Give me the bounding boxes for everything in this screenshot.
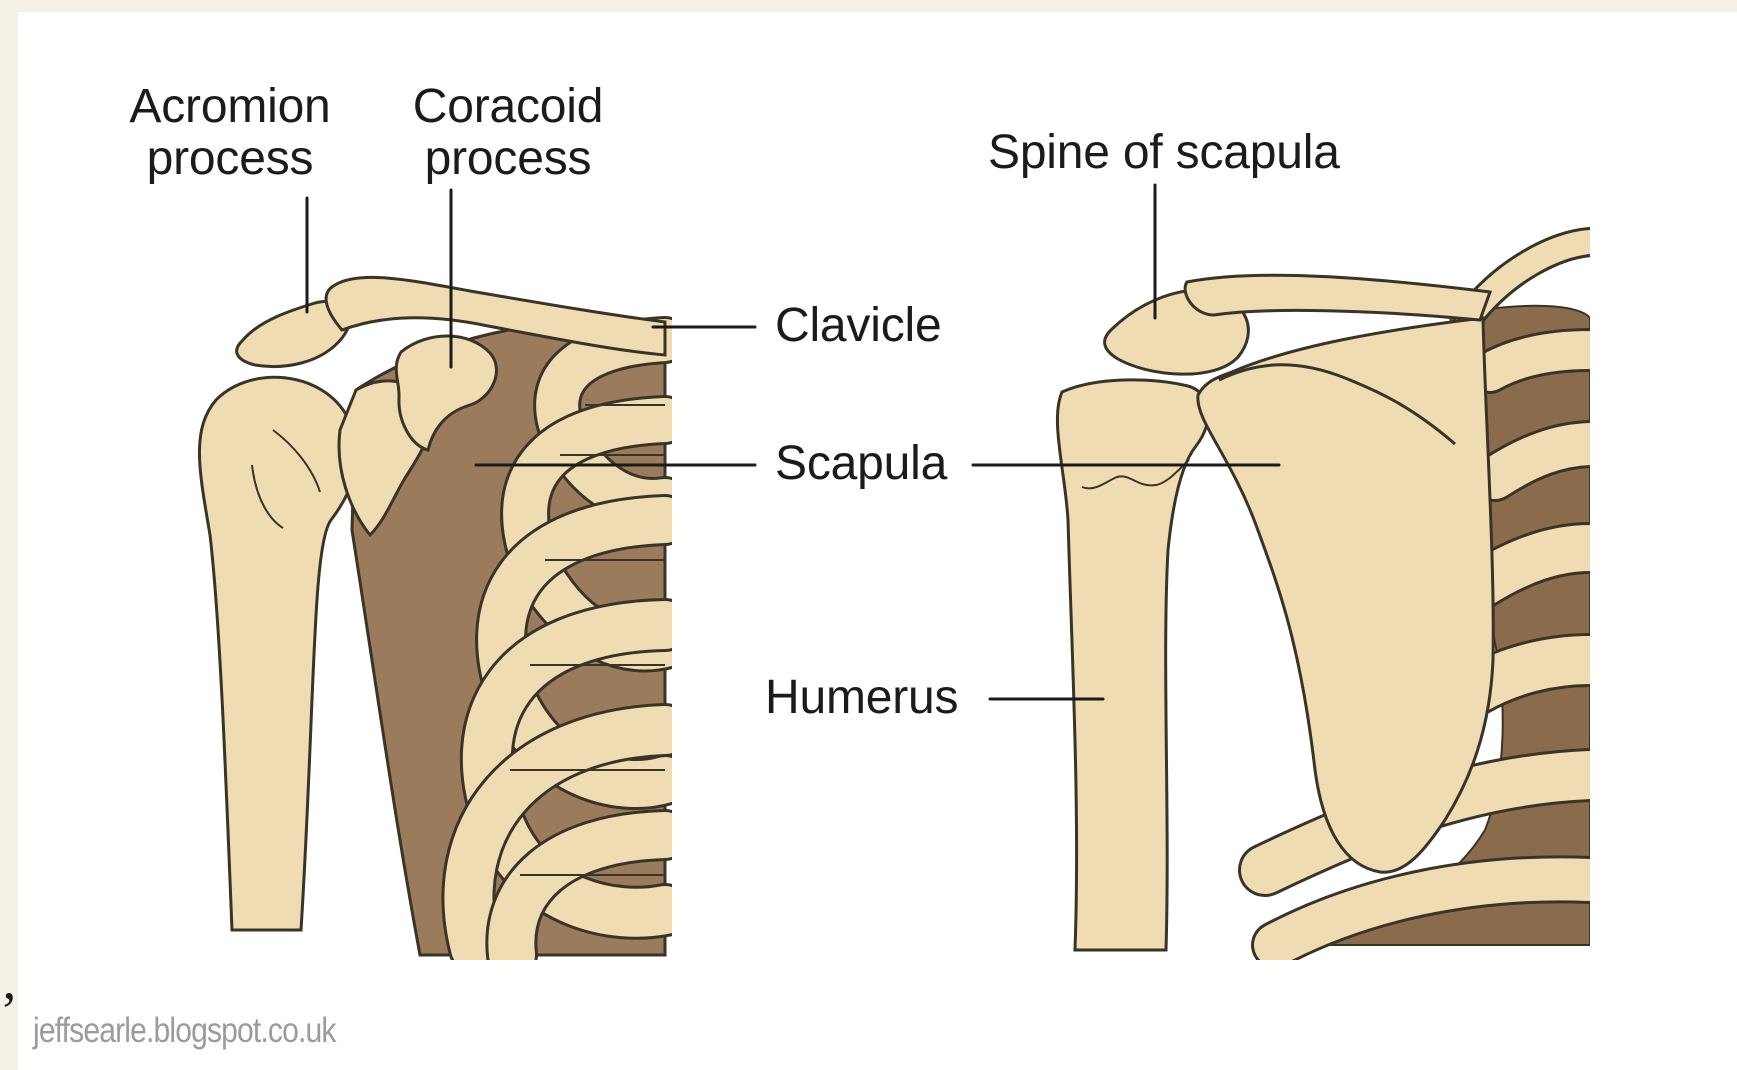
- posterior-clavicle: [1185, 275, 1490, 320]
- quote-mark: ’: [0, 984, 18, 1038]
- coracoid-process-label: Coracoid process: [398, 81, 618, 185]
- posterior-rib-2-fill: [1490, 350, 1590, 372]
- posterior-shoulder-view: [1057, 242, 1590, 950]
- posterior-scapula: [1198, 318, 1493, 872]
- anterior-shoulder-view: [199, 277, 665, 955]
- clavicle-label: Clavicle: [775, 300, 941, 352]
- source-credit: jeffsearle.blogspot.co.uk: [33, 1012, 336, 1050]
- spine-of-scapula-label: Spine of scapula: [988, 127, 1340, 179]
- anterior-humerus: [199, 377, 357, 930]
- scapula-label: Scapula: [775, 438, 947, 490]
- humerus-label: Humerus: [765, 672, 958, 724]
- acromion-process-label: Acromion process: [118, 81, 342, 185]
